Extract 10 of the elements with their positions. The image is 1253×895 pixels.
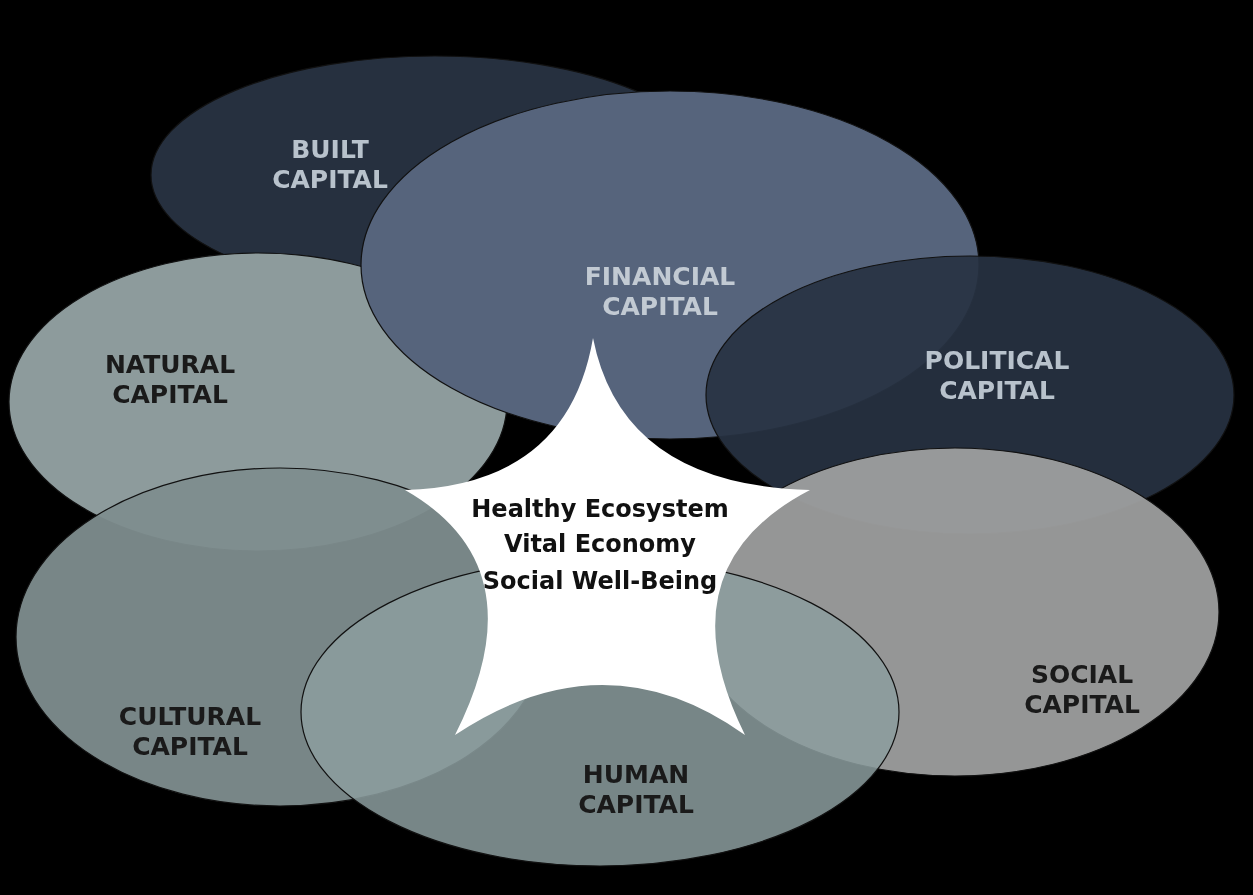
ellipse-label: CULTURAL CAPITAL [117,702,263,762]
star-label: Healthy Ecosystem [471,495,729,523]
ellipse-label: SOCIAL CAPITAL [1023,660,1141,720]
ellipse-label: BUILT CAPITAL [271,135,389,195]
star-label: Vital Economy [504,530,696,558]
ellipse-label: NATURAL CAPITAL [103,350,237,410]
ellipse-label: POLITICAL CAPITAL [923,346,1071,406]
star-label: Social Well-Being [482,567,718,595]
ellipse-label: FINANCIAL CAPITAL [583,262,737,322]
ellipse-label: HUMAN CAPITAL [577,760,695,820]
